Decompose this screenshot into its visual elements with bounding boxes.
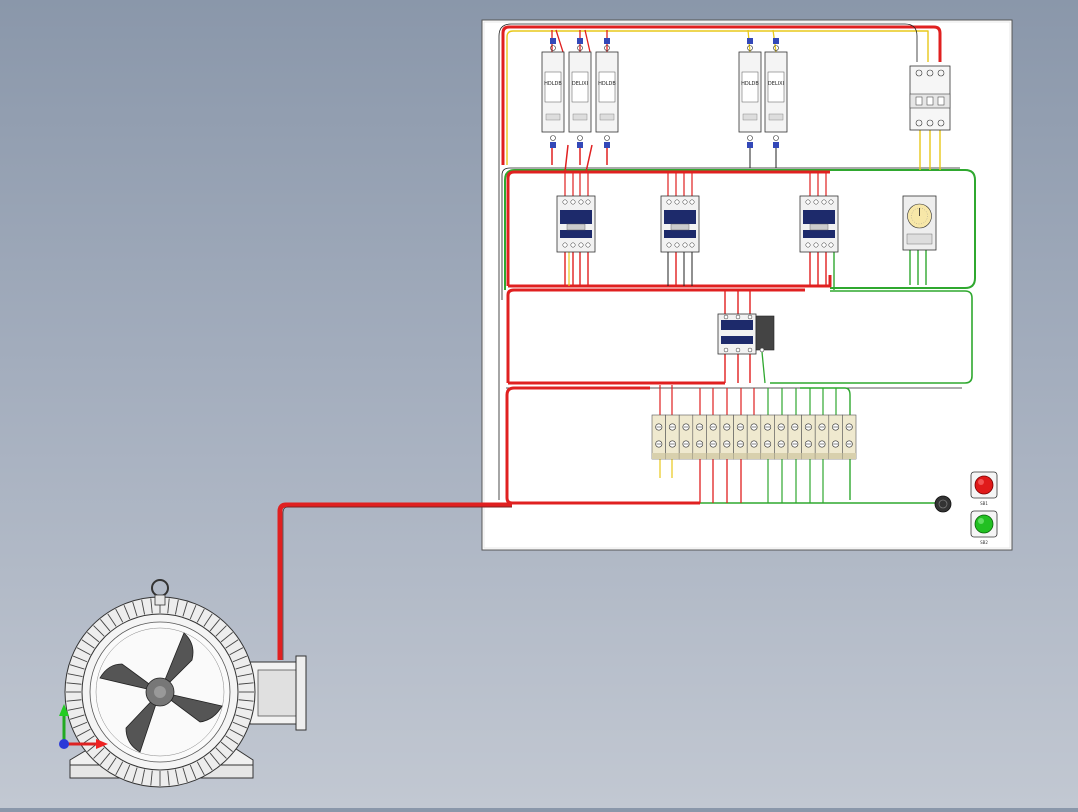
wire-loop1-red — [506, 170, 830, 286]
wire-top-bus-red — [501, 25, 942, 165]
motor-cooling-fins — [66, 598, 254, 786]
stop-button[interactable]: SB1 — [970, 471, 998, 506]
wire-terminal-out-green — [767, 458, 824, 503]
wire-fr-drops — [724, 290, 751, 383]
wire-fr-aux — [761, 351, 766, 384]
time-relay[interactable] — [902, 195, 937, 251]
wire-harness — [277, 23, 976, 660]
terminal-block[interactable] — [665, 414, 680, 460]
breaker-group-b[interactable]: HDLDB DELIXI — [738, 38, 788, 148]
terminal-block[interactable] — [706, 414, 721, 460]
cabinet-inner-edge — [483, 21, 1011, 549]
terminal-block[interactable] — [828, 414, 843, 460]
motor-lifting-eye — [151, 579, 169, 597]
breaker-qf5[interactable]: DELIXI — [764, 38, 788, 148]
terminal-block[interactable] — [842, 414, 857, 460]
wire-motor-feed — [277, 502, 512, 660]
terminal-block[interactable] — [760, 414, 775, 460]
wire-loop1-dark — [501, 167, 960, 300]
wire-breaker-drops-b — [749, 145, 777, 168]
terminal-block[interactable] — [692, 414, 707, 460]
breaker-qf4[interactable]: HDLDB — [738, 38, 762, 148]
main-breaker[interactable] — [909, 65, 951, 131]
stop-button-label: SB1 — [980, 501, 988, 506]
terminal-block[interactable] — [733, 414, 748, 460]
wire-top-bus-dark — [498, 23, 918, 500]
wire-km3-drops — [809, 252, 827, 286]
breaker-qf2-label: DELIXI — [572, 81, 588, 87]
contactor-km2[interactable] — [660, 195, 700, 253]
breaker-qf5-label: DELIXI — [768, 81, 784, 87]
contactor-km1[interactable] — [556, 195, 596, 253]
wire-terminal-feeds-green — [767, 388, 837, 415]
terminal-block[interactable] — [651, 414, 666, 460]
terminal-strip[interactable] — [651, 414, 857, 460]
breaker-group-a[interactable]: HDLDB DELIXI HDLDB — [541, 38, 619, 148]
wire-top-bus-yellow — [506, 30, 929, 165]
electric-motor[interactable] — [64, 579, 307, 788]
terminal-block[interactable] — [746, 414, 762, 460]
axis-triad-icon — [59, 704, 108, 749]
wire-loop1-red-bottom — [508, 275, 832, 288]
wire-contactor-feeds — [564, 172, 827, 198]
ground-connector — [934, 495, 952, 513]
terminal-block[interactable] — [801, 414, 816, 460]
breaker-qf2[interactable]: DELIXI — [568, 38, 592, 148]
wire-main-breaker-drops — [919, 130, 941, 170]
wire-loop3-green-right — [800, 387, 851, 500]
wire-terminal-out-red — [699, 458, 742, 503]
breaker-qf4-label: HDLDB — [741, 81, 759, 87]
wire-breaker-drops-a — [551, 144, 608, 173]
breaker-qf3[interactable]: HDLDB — [595, 38, 619, 148]
wire-km2-drops — [667, 252, 693, 286]
breaker-qf3-label: HDLDB — [598, 81, 616, 87]
terminal-block[interactable] — [678, 414, 694, 460]
wire-loop3-red — [505, 386, 650, 498]
wire-motor-feed-dark — [282, 506, 512, 660]
terminal-block[interactable] — [774, 414, 789, 460]
wire-loop2-green — [770, 290, 973, 384]
overload-relay[interactable] — [717, 313, 775, 355]
wire-km1-drops — [564, 252, 589, 286]
start-button[interactable]: SB2 — [970, 510, 998, 545]
start-button-label: SB2 — [980, 540, 988, 545]
terminal-block[interactable] — [719, 414, 734, 460]
wire-terminal-out-yellow — [659, 458, 673, 478]
breaker-qf1-label: HDLDB — [544, 81, 562, 87]
contactor-km3[interactable] — [799, 195, 839, 253]
breaker-qf1[interactable]: HDLDB — [541, 38, 565, 148]
wire-terminal-feeds-red — [659, 385, 755, 415]
wire-loop2-red — [506, 288, 805, 383]
wire-relay-drops — [909, 250, 927, 285]
terminal-block[interactable] — [787, 414, 802, 460]
fan-icon — [99, 632, 223, 753]
wire-loop1-green — [504, 169, 976, 290]
terminal-block[interactable] — [814, 414, 830, 460]
